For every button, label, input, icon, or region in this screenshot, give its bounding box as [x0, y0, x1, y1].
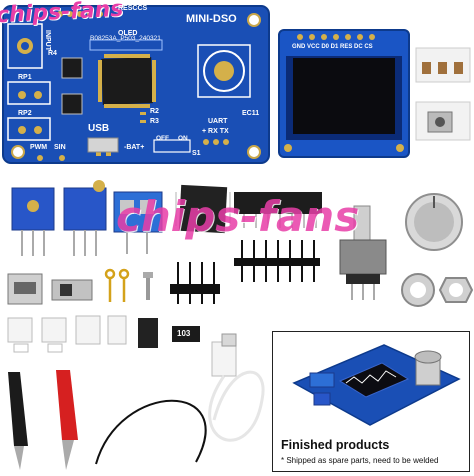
off-label: OFF	[156, 135, 169, 142]
ref-r2: R2	[150, 108, 159, 115]
screw-terminal	[113, 191, 163, 254]
oled-label: OLED	[118, 30, 138, 37]
oled-pin-labels: GND VCC D0 D1 RES DC CS	[292, 44, 373, 50]
watermark-center: chips-fans	[116, 192, 360, 241]
wire	[95, 399, 207, 465]
ref-s1: S1	[192, 150, 201, 157]
on-label: ON	[178, 135, 188, 142]
smd-capacitors	[415, 47, 471, 83]
ref-r4: R4	[48, 50, 57, 57]
slide-switch	[51, 279, 93, 301]
header-label: RESCCS	[118, 5, 148, 12]
ref-rp2: RP2	[18, 110, 32, 117]
usb-label: USB	[88, 123, 110, 134]
ref-rp1: RP1	[18, 74, 32, 81]
usb-cable	[208, 333, 265, 442]
right-angle-header	[170, 262, 220, 304]
smd-resistor	[172, 326, 200, 342]
tactile-button	[415, 101, 471, 141]
mcu-chip	[175, 184, 231, 234]
rotary-encoder	[339, 205, 387, 300]
knob	[405, 193, 463, 251]
pcb-code: B08253A_P503_240321	[90, 35, 161, 42]
uart-label: UART	[208, 118, 228, 125]
washer-nut	[401, 273, 474, 307]
ic-sop	[138, 318, 158, 348]
trimpots	[11, 180, 107, 256]
jumper-caps	[7, 315, 127, 353]
resistor-code: 103	[177, 329, 191, 338]
test-pins	[104, 268, 130, 302]
oled-module	[278, 29, 410, 158]
finished-product-image	[292, 344, 461, 426]
finished-note: * Shipped as spare parts, need to be wel…	[281, 456, 439, 465]
input-label: INPUT	[44, 30, 51, 51]
uart-pins-label: + RX TX	[202, 128, 229, 135]
micro-usb-connector	[7, 273, 43, 305]
pwm-label: PWM	[30, 144, 48, 151]
board-title: MINI-DSO	[186, 13, 237, 25]
bat-label: -BAT+	[124, 144, 145, 151]
sin-label: SIN	[54, 144, 66, 151]
screw	[143, 272, 153, 300]
ref-ec11: EC11	[242, 110, 260, 117]
main-pcb	[2, 5, 270, 164]
female-header	[234, 192, 322, 228]
male-header	[234, 240, 320, 282]
finished-product-panel: Finished products * Shipped as spare par…	[272, 331, 470, 472]
alligator-clips	[8, 370, 78, 470]
ref-r3: R3	[150, 118, 159, 125]
finished-title: Finished products	[281, 438, 390, 452]
